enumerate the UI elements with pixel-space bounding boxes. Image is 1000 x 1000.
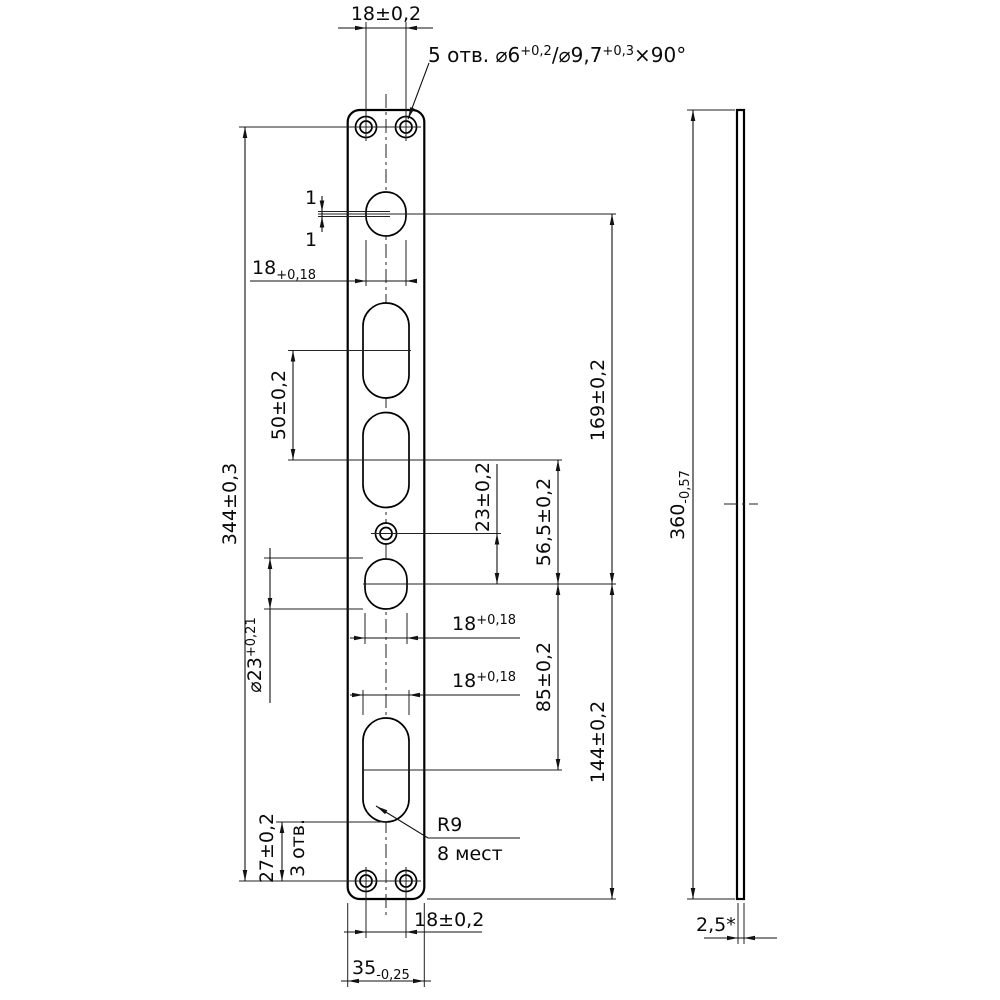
dim-slot-diameter-23: ⌀23+0,21	[244, 617, 266, 692]
dim-slot-width-mid2: 18+0,18	[452, 670, 516, 692]
dimension-lines	[244, 27, 777, 982]
dim-span-144: 144±0,2	[587, 701, 609, 783]
side-view	[724, 108, 758, 901]
dim-thickness: 2,5*	[696, 914, 736, 936]
dim-span-56-5: 56,5±0,2	[533, 478, 555, 566]
dim-hole-span-344: 344±0,3	[219, 463, 241, 545]
dim-bottom-hole-spacing: 18±0,2	[414, 909, 484, 931]
dimension-labels: 18±0,2 5 отв. ⌀6+0,2/⌀9,7+0,3×90° 1 1 18…	[219, 3, 736, 983]
dim-top-hole-spacing: 18±0,2	[351, 3, 421, 25]
note-3-holes: 3 отв.	[287, 819, 309, 877]
extension-lines	[239, 22, 745, 987]
dim-offset-upper: 1	[305, 187, 317, 209]
dim-offset-lower: 1	[305, 229, 317, 251]
dim-span-85: 85±0,2	[533, 642, 555, 712]
note-r9: R9	[437, 814, 462, 836]
callout-countersunk-holes: 5 отв. ⌀6+0,2/⌀9,7+0,3×90°	[428, 43, 686, 67]
front-view	[346, 94, 426, 916]
dimension-arrows	[242, 25, 755, 984]
dim-plate-length-360: 360-0,57	[667, 470, 693, 540]
dim-span-169: 169±0,2	[587, 359, 609, 441]
dim-slot-pitch-50: 50±0,2	[268, 370, 290, 440]
dim-plate-width-35: 35-0,25	[352, 957, 410, 983]
r9-leader	[375, 805, 520, 839]
dim-oval-width: 18+0,18	[252, 257, 316, 283]
dim-slot-width-mid1: 18+0,18	[452, 613, 516, 635]
note-r9-places: 8 мест	[437, 843, 503, 865]
dim-span-23: 23±0,2	[472, 462, 494, 532]
dim-span-27: 27±0,2	[256, 813, 278, 883]
